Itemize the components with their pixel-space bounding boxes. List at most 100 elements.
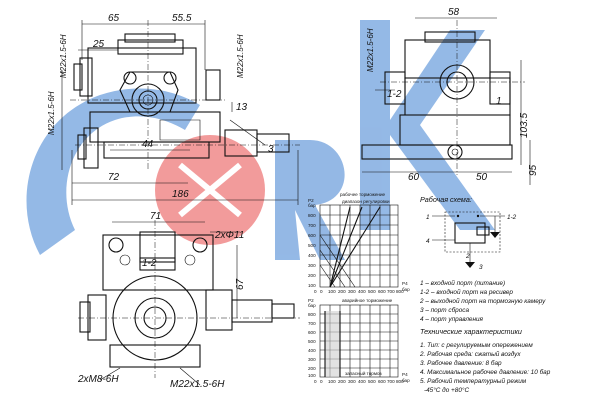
gt-x-unit2: бар [402, 287, 410, 292]
gt-y-unit2: бар [308, 203, 316, 208]
schema-port-3: 3 [479, 264, 483, 271]
gt-y-800: 800 [308, 213, 316, 218]
gt-x-700: 700 [387, 289, 395, 294]
dim-25: 25 [92, 39, 105, 50]
front-view-dimensions: 65 55.5 25 44 72 186 13 3 M22x1.5-6H M22… [47, 13, 274, 200]
gt-y-200: 200 [308, 273, 316, 278]
port-3-label: 3 [268, 144, 274, 155]
dim-67: 67 [235, 278, 246, 290]
gt-x-100: 100 [328, 289, 336, 294]
gb-x-0: 0 [320, 379, 323, 384]
thread-top-left: M22x1.5-6H [59, 34, 68, 78]
gb-x-600: 600 [378, 379, 386, 384]
gb-x-300: 300 [348, 379, 356, 384]
gb-y-400: 400 [308, 348, 316, 353]
gb-x-400: 400 [358, 379, 366, 384]
gt-y-300: 300 [308, 263, 316, 268]
spec-item-3: 3. Рабочее давление: 8 бар [420, 359, 502, 367]
bottom-view-dimensions: 71 2xΦ11 67 2xM8-6H M22x1.5-6H 1-2 [77, 211, 246, 390]
gb-x-500: 500 [368, 379, 376, 384]
side-thread: M22x1.5-6H [366, 28, 375, 72]
gb-y-500: 500 [308, 339, 316, 344]
side-view-dimensions: 58 60 50 103.5 95 M22x1.5-6H 1-2 1 [366, 7, 539, 183]
gb-label-b: запасный тормоз [345, 370, 382, 376]
dim-44: 44 [142, 139, 154, 150]
gt-y-100: 100 [308, 283, 316, 288]
legend-item-3: 3 – порт сброса [420, 306, 469, 314]
gb-y-0: 0 [314, 379, 317, 384]
gt-x-300: 300 [348, 289, 356, 294]
bottom-thread: M22x1.5-6H [170, 379, 225, 390]
gb-y-unit2: бар [308, 303, 316, 308]
brand-watermark [26, 20, 495, 260]
spec-item-5: 5. Рабочий температурный режим [420, 377, 527, 385]
front-view [61, 20, 300, 205]
legend-item-1: 1 – входной порт (питание) [420, 279, 505, 287]
schema-port-1: 1 [426, 214, 430, 221]
dim-58: 58 [448, 7, 460, 18]
schema-port-1-2: 1-2 [507, 214, 517, 221]
thread-left: M22x1.5-6H [47, 91, 56, 135]
spec-item-5-range: -45°С до +80°С [424, 386, 469, 394]
bottom-port-1-2: 1-2 [142, 258, 157, 269]
graph-bottom: 800 700 600 500 400 300 200 100 0 0 100 … [308, 297, 410, 384]
side-port-1-2: 1-2 [387, 89, 402, 100]
gb-y-100: 100 [308, 373, 316, 378]
legend-item-1-2: 1-2 – входной порт на ресивер [420, 288, 513, 296]
specs-title: Технические характеристики [420, 327, 522, 336]
spec-item-4: 4. Максимальное рабочее давление: 10 бар [420, 368, 551, 376]
legend-item-2: 2 – выходной порт на тормозную камеру [419, 297, 546, 305]
thread-top-right: M22x1.5-6H [236, 34, 245, 78]
gb-y-300: 300 [308, 357, 316, 362]
dim-95: 95 [528, 164, 539, 176]
gt-y-700: 700 [308, 223, 316, 228]
gb-x-200: 200 [338, 379, 346, 384]
dim-55-5: 55.5 [172, 13, 192, 24]
working-schema: Рабочая схема: 1 1-2 4 2 3 [420, 195, 517, 271]
spec-item-2: 2. Рабочая среда: сжатый воздух [419, 350, 521, 358]
dim-186: 186 [172, 189, 189, 200]
gb-y-unit: P2 [308, 298, 314, 303]
gb-x-100: 100 [328, 379, 336, 384]
dim-65: 65 [108, 13, 120, 24]
bottom-view [78, 220, 300, 386]
schema-port-2: 2 [465, 253, 470, 260]
gt-x-0: 0 [320, 289, 323, 294]
dim-50: 50 [476, 172, 488, 183]
dim-71: 71 [150, 211, 161, 222]
dim-13: 13 [236, 102, 248, 113]
dim-72: 72 [108, 172, 120, 183]
gt-x-600: 600 [378, 289, 386, 294]
gt-x-unit: P4 [402, 281, 408, 286]
dim-2x-m8: 2xM8-6H [77, 374, 119, 385]
schema-port-4: 4 [426, 238, 430, 245]
gb-x-unit: P4 [402, 372, 408, 377]
gt-y-unit: P2 [308, 198, 314, 203]
gb-x-700: 700 [387, 379, 395, 384]
gt-y-400: 400 [308, 253, 316, 258]
gt-y-500: 500 [308, 243, 316, 248]
dim-60: 60 [408, 172, 420, 183]
side-port-1: 1 [496, 96, 502, 107]
gt-y-600: 600 [308, 233, 316, 238]
schema-title: Рабочая схема: [420, 195, 472, 204]
side-view [361, 17, 531, 185]
graph-top: 800 700 600 500 400 300 200 100 0 0 100 … [308, 192, 410, 294]
gt-x-400: 400 [358, 289, 366, 294]
dim-2x-d11: 2xΦ11 [214, 230, 244, 241]
spec-item-1: 1. Тип: с регулируемым опережением [420, 342, 533, 349]
gb-y-800: 800 [308, 312, 316, 317]
gb-label-a: аварийное торможение [342, 297, 393, 303]
gb-x-unit2: бар [402, 378, 410, 383]
gt-x-800: 800 [396, 289, 404, 294]
gt-x-200: 200 [338, 289, 346, 294]
tech-specs: Технические характеристики 1. Тип: с рег… [419, 327, 551, 394]
gb-y-600: 600 [308, 330, 316, 335]
legend-item-4: 4 – порт управления [420, 316, 484, 323]
gt-x-500: 500 [368, 289, 376, 294]
dim-103-5: 103.5 [519, 113, 530, 138]
gb-x-800: 800 [396, 379, 404, 384]
gt-label-a: рабочее торможение [340, 192, 386, 197]
gt-label-b: диапазон регулировки [342, 199, 390, 204]
